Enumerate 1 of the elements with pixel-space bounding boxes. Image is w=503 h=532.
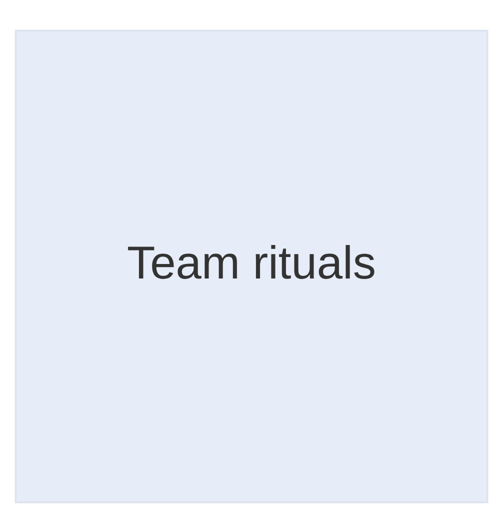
node-box: Team rituals: [14, 29, 488, 503]
